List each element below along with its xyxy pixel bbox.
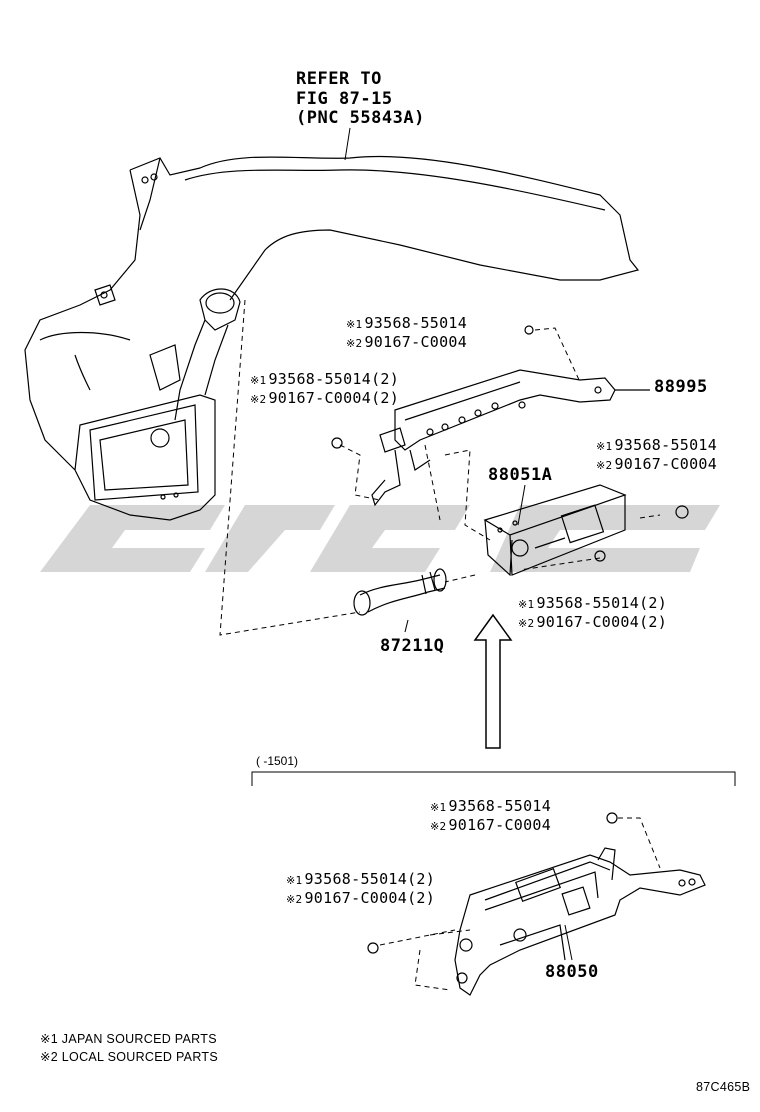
- legend-japan-sourced: ※1 JAPAN SOURCED PARTS: [40, 1032, 217, 1046]
- bolt-icon: [594, 550, 606, 562]
- part-number: 93568-55014(2): [304, 870, 436, 888]
- part-number: 90167-C0004(2): [304, 889, 436, 907]
- bolt-icon: [367, 942, 379, 954]
- part-number: 90167-C0004(2): [536, 613, 668, 631]
- bolt-icon: [675, 505, 689, 519]
- part-number: 93568-55014: [448, 797, 552, 815]
- mark-2: ※2: [286, 893, 303, 906]
- part-label-88050: 88050: [545, 962, 599, 982]
- dashed-guides-lower: [379, 817, 661, 991]
- bolt-icon: [606, 812, 618, 824]
- figure-id: 87C465B: [696, 1080, 751, 1094]
- reference-line-3: (PNC 55843A): [296, 108, 425, 128]
- watermark-logo: [40, 505, 720, 572]
- mark-1: ※1: [286, 874, 303, 887]
- mark-1: ※1: [518, 598, 535, 611]
- reference-line-2: FIG 87-15: [296, 89, 393, 109]
- mark-1: ※1: [250, 374, 267, 387]
- part-number: 93568-55014: [614, 436, 718, 454]
- leader-lines: [344, 127, 526, 633]
- section-range: ( -1501): [256, 754, 299, 768]
- mark-2: ※2: [430, 820, 447, 833]
- reference-line-1: REFER TO: [296, 69, 382, 89]
- part-label-88995: 88995: [654, 377, 708, 397]
- hose-87211q: [353, 568, 447, 616]
- mark-2: ※2: [518, 617, 535, 630]
- part-number: 90167-C0004: [614, 455, 718, 473]
- bolt-icon: [524, 325, 534, 335]
- part-label-87211q: 87211Q: [380, 636, 445, 656]
- section-bracket: [251, 771, 736, 786]
- leader-line-88050: [564, 924, 573, 961]
- up-arrow-icon: [473, 613, 513, 749]
- legend-local-sourced: ※2 LOCAL SOURCED PARTS: [40, 1050, 218, 1064]
- mark-1: ※1: [596, 440, 613, 453]
- part-number: 93568-55014(2): [536, 594, 668, 612]
- part-number: 90167-C0004: [364, 333, 468, 351]
- dashed-guides-upper: [219, 299, 661, 636]
- mark-2: ※2: [250, 393, 267, 406]
- part-label-88051a: 88051A: [488, 465, 553, 485]
- assembly-88050: [454, 847, 706, 996]
- part-number: 93568-55014(2): [268, 370, 400, 388]
- mark-1: ※1: [346, 318, 363, 331]
- bracket-88995: [371, 369, 650, 507]
- part-number: 90167-C0004: [448, 816, 552, 834]
- air-duct-assembly: [24, 155, 640, 521]
- mark-2: ※2: [346, 337, 363, 350]
- part-number: 93568-55014: [364, 314, 468, 332]
- module-88051a: [483, 484, 627, 577]
- part-number: 90167-C0004(2): [268, 389, 400, 407]
- mark-2: ※2: [596, 459, 613, 472]
- bolt-icon: [331, 437, 343, 449]
- mark-1: ※1: [430, 801, 447, 814]
